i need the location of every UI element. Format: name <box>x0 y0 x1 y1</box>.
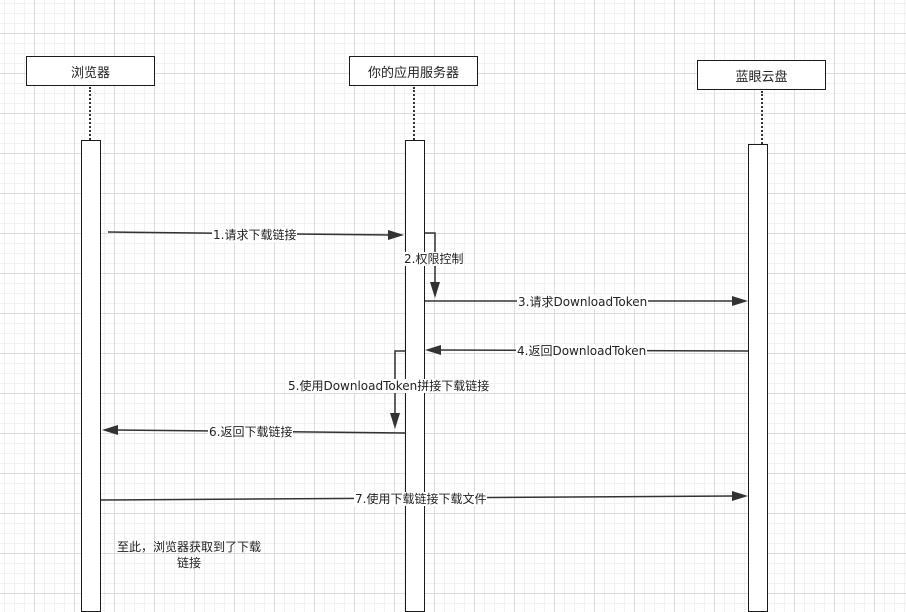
arrowhead-7 <box>732 491 748 501</box>
message-label-2: 2.权限控制 <box>403 252 465 266</box>
message-label-7: 7.使用下载链接下载文件 <box>354 492 488 506</box>
participant-lanyan-cloud[interactable]: 蓝眼云盘 <box>697 60 826 90</box>
lifeline-lanyan-cloud <box>761 91 763 144</box>
participant-app-server-label: 你的应用服务器 <box>367 65 459 81</box>
lifeline-browser <box>89 87 91 140</box>
message-label-4: 4.返回DownloadToken <box>516 344 648 358</box>
participant-browser[interactable]: 浏览器 <box>26 56 155 86</box>
summary-note[interactable]: 至此，浏览器获取到了下载 链接 <box>109 539 269 571</box>
arrowhead-4 <box>425 345 441 355</box>
arrowhead-1 <box>388 230 404 240</box>
message-label-3: 3.请求DownloadToken <box>517 295 649 309</box>
message-label-6: 6.返回下载链接 <box>208 425 294 439</box>
message-label-1: 1.请求下载链接 <box>212 228 298 242</box>
arrowhead-3 <box>732 296 748 306</box>
arrowhead-5 <box>390 413 400 429</box>
participant-browser-label: 浏览器 <box>70 65 110 81</box>
message-label-5: 5.使用DownloadToken拼接下载链接 <box>287 379 491 393</box>
arrowhead-2 <box>430 282 440 298</box>
participant-lanyan-cloud-label: 蓝眼云盘 <box>735 69 788 85</box>
participant-app-server[interactable]: 你的应用服务器 <box>349 56 478 86</box>
summary-note-line2: 链接 <box>176 556 201 570</box>
arrowhead-6 <box>102 425 118 435</box>
lifeline-app-server <box>413 87 415 140</box>
summary-note-line1: 至此，浏览器获取到了下载 <box>116 540 261 554</box>
